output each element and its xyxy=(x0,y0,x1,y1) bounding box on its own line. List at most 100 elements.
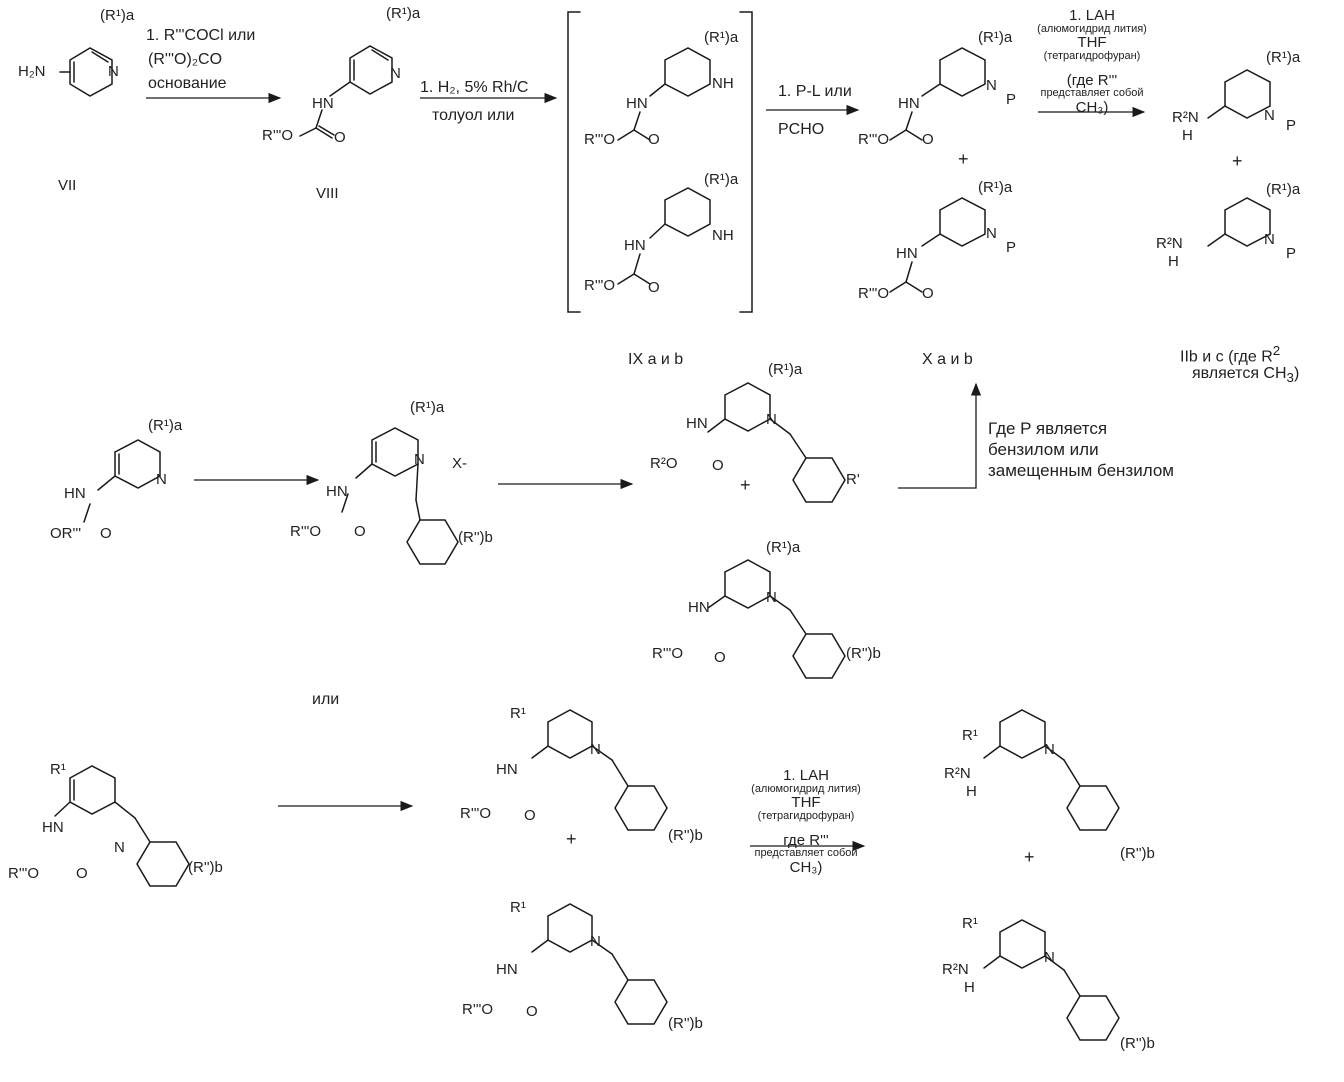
atom-r1-apb: R¹ xyxy=(962,915,978,932)
atom-n-viii: N xyxy=(390,65,401,82)
cis-product-b-structure xyxy=(531,903,668,1025)
atom-r1a-viii: (R¹)a xyxy=(386,5,421,22)
atom-p-iib: P xyxy=(1286,117,1297,134)
condition-lah2-block: 1. LAH (алюмогидрид лития) THF (тетрагид… xyxy=(736,768,876,876)
atom-r1a-ixb: (R¹)a xyxy=(704,171,739,188)
condition-lah-line5: (где R''' xyxy=(1066,71,1118,89)
atom-r1a-xb: (R¹)a xyxy=(978,179,1013,196)
compound-x-b-structure xyxy=(889,197,986,293)
atom-rb-cpb: (R'')b xyxy=(668,1015,703,1032)
condition-lah-line1: 1. LAH xyxy=(1069,7,1115,24)
condition-step1-line1: 1. R'''COCl или xyxy=(146,27,256,44)
atom-r1a-iic: (R¹)a xyxy=(1266,181,1301,198)
atom-n-apa: N xyxy=(1044,741,1055,758)
atom-hn-xa: HN xyxy=(898,95,920,112)
atom-r1-cpb: R¹ xyxy=(510,899,526,916)
note-benzyl-line1: Где P является xyxy=(988,419,1108,438)
atom-ro-ixb: R'''O xyxy=(584,277,616,294)
atom-hn-ixa: HN xyxy=(626,95,648,112)
atom-ro-ixa: R'''O xyxy=(584,131,616,148)
plus-apa-apb: + xyxy=(1024,847,1035,867)
plus-xa-xb: + xyxy=(958,149,969,169)
iib-c-close: ) xyxy=(1293,365,1300,383)
atom-hn-pyridinium: HN xyxy=(326,483,348,500)
condition-lah2-line7: CH₃) xyxy=(789,858,823,876)
atom-r2n-apb: R²N xyxy=(942,961,969,978)
atom-o-ixb: O xyxy=(648,279,660,296)
atom-p-iic: P xyxy=(1286,245,1297,262)
atom-rb-bpb: (R'')b xyxy=(846,645,881,662)
atom-o-cpa: O xyxy=(524,807,536,824)
label-compound-ix: IX a и b xyxy=(628,351,684,368)
atom-r2o-bpa: R²O xyxy=(650,455,678,472)
atom-o-xa: O xyxy=(922,131,934,148)
atom-n-thp: N xyxy=(114,839,125,856)
atom-ro-thp: R'''O xyxy=(8,865,40,882)
condition-lah2-line6: представляет собой xyxy=(754,847,858,860)
atom-r1a-xa: (R¹)a xyxy=(978,29,1013,46)
condition-lah2-line1: 1. LAH xyxy=(783,767,829,784)
plus-bpa-bpb: + xyxy=(740,475,751,495)
compound-viii-structure xyxy=(299,45,393,139)
atom-ro-pyridinium: R'''O xyxy=(290,523,322,540)
atom-hn-thp: HN xyxy=(42,819,64,836)
atom-r2n-iib: R²N xyxy=(1172,109,1199,126)
condition-lah2-line5: где R''' xyxy=(783,831,829,849)
compound-iib-structure xyxy=(1207,69,1271,119)
label-compound-iib-c: IIb и c (где R2 является CH3) xyxy=(1180,344,1299,385)
benzyl-piperidine-b-structure xyxy=(707,559,846,679)
atom-r2n-apa: R²N xyxy=(944,765,971,782)
atom-hn-cpa: HN xyxy=(496,761,518,778)
amine-product-a-structure xyxy=(983,709,1120,831)
bracket-right xyxy=(739,11,753,313)
atom-hn-r2a: HN xyxy=(64,485,86,502)
compound-x-a-structure xyxy=(889,47,986,141)
condition-lah-line4: (тетрагидрофуран) xyxy=(1043,50,1141,63)
atom-h-iib: H xyxy=(1182,127,1193,144)
condition-step2-line2: толуол или xyxy=(432,107,515,124)
condition-lah2-line4: (тетрагидрофуран) xyxy=(757,810,855,823)
condition-lah-block: 1. LAH (алюмогидрид лития) THF (тетрагид… xyxy=(1028,8,1156,116)
iib-c-sub: 3 xyxy=(1286,370,1294,386)
note-benzyl: Где P является бензилом или замещенным б… xyxy=(988,420,1174,480)
atom-o-xb: O xyxy=(922,285,934,302)
atom-h-iic: H xyxy=(1168,253,1179,270)
note-benzyl-line2: бензилом или xyxy=(988,439,1099,459)
plus-cpa-cpb: + xyxy=(566,829,577,849)
atom-n-bpb: N xyxy=(766,589,777,606)
atom-hn-cpb: HN xyxy=(496,961,518,978)
atom-ro-xa: R'''O xyxy=(858,131,890,148)
atom-o-r2a: O xyxy=(100,525,112,542)
pyridine-carbamate-structure xyxy=(83,439,161,523)
atom-r1a-r2a: (R¹)a xyxy=(148,417,183,434)
condition-step1-line2: (R'''O)₂CO xyxy=(148,51,223,68)
atom-r2n-iic: R²N xyxy=(1156,235,1183,252)
atom-o-ixa: O xyxy=(648,131,660,148)
arrow-to-x xyxy=(898,382,982,489)
atom-nh-ixa: NH xyxy=(712,75,734,92)
atom-or-r2a: OR''' xyxy=(50,525,82,542)
atom-ro-bpb: R'''O xyxy=(652,645,684,662)
condition-step3-line2: PCHO xyxy=(778,121,825,138)
amine-product-b-structure xyxy=(983,919,1120,1041)
label-or: или xyxy=(312,691,340,708)
atom-rprime-bpa: R' xyxy=(846,471,860,488)
atom-hn-bpb: HN xyxy=(688,599,710,616)
atom-rb-pyridinium: (R'')b xyxy=(458,529,493,546)
atom-r1a-bpb: (R¹)a xyxy=(766,539,801,556)
condition-step2-line1: 1. H₂, 5% Rh/C xyxy=(420,79,529,96)
atom-o-bpb: O xyxy=(714,649,726,666)
iib-c-line1: IIb и c (где R xyxy=(1180,348,1273,366)
atom-n-xa: N xyxy=(986,77,997,94)
atom-n-r2a: N xyxy=(156,471,167,488)
condition-step3-line1: 1. P-L или xyxy=(778,83,852,100)
atom-nplus-pyridinium: N xyxy=(414,451,425,468)
condition-lah-line3: THF xyxy=(1077,34,1107,52)
atom-n-cpb: N xyxy=(590,933,601,950)
compound-ix-a-structure xyxy=(617,47,711,141)
atom-p-xa: P xyxy=(1006,91,1017,108)
atom-hn-xb: HN xyxy=(896,245,918,262)
label-compound-vii: VII xyxy=(58,177,77,194)
atom-n-bpa: N xyxy=(766,411,777,428)
